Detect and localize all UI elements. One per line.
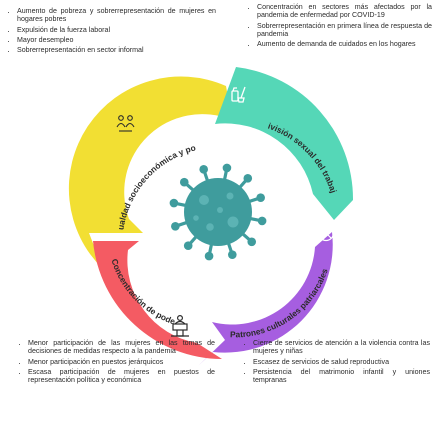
podium-speaker-icon [171, 314, 189, 337]
segment-bottom-right [198, 232, 333, 366]
people-icon [116, 115, 135, 132]
no-violence-icon [317, 224, 335, 242]
list-item: Sobrerrepresentación en sector informal [17, 46, 216, 54]
list-item: Aumento de demanda de cuidados en los ho… [257, 40, 432, 48]
bullet-list-top-right: Concentración en sectores más afectados … [248, 3, 432, 49]
bullet-list-bottom-right: Cierre de servicios de atención a la vio… [244, 339, 430, 385]
text-block-top-right: Concentración en sectores más afectados … [248, 3, 432, 51]
segment-top-left [68, 76, 232, 269]
text-block-top-left: Aumento de pobreza y sobrerrepresentació… [8, 7, 216, 57]
list-item: Expulsión de la fuerza laboral [17, 26, 216, 34]
segment-top-right [215, 67, 354, 220]
list-item: Menor participación de las mujeres en la… [28, 339, 215, 356]
text-block-bottom-right: Cierre de servicios de atención a la vio… [244, 339, 430, 387]
bullet-list-bottom-left: Menor participación de las mujeres en la… [19, 339, 215, 385]
text-block-bottom-left: Menor participación de las mujeres en la… [19, 339, 215, 387]
cleaning-tools-icon [231, 86, 246, 103]
list-item: Concentración en sectores más afectados … [257, 3, 432, 20]
list-item: Menor participación en puestos jerárquic… [28, 358, 215, 366]
list-item: Mayor desempleo [17, 36, 216, 44]
list-item: Persistencia del matrimonio infantil y u… [253, 368, 430, 385]
list-item: Escasa participación de mujeres en puest… [28, 368, 215, 385]
segment-bottom-left [93, 241, 222, 359]
bullet-list-top-left: Aumento de pobreza y sobrerrepresentació… [8, 7, 216, 55]
coronavirus-icon [169, 163, 267, 261]
list-item: Cierre de servicios de atención a la vio… [253, 339, 430, 356]
list-item: Sobrerrepresentación en primera línea de… [257, 22, 432, 39]
list-item: Escasez de servicios de salud reproducti… [253, 358, 430, 366]
list-item: Aumento de pobreza y sobrerrepresentació… [17, 7, 216, 24]
